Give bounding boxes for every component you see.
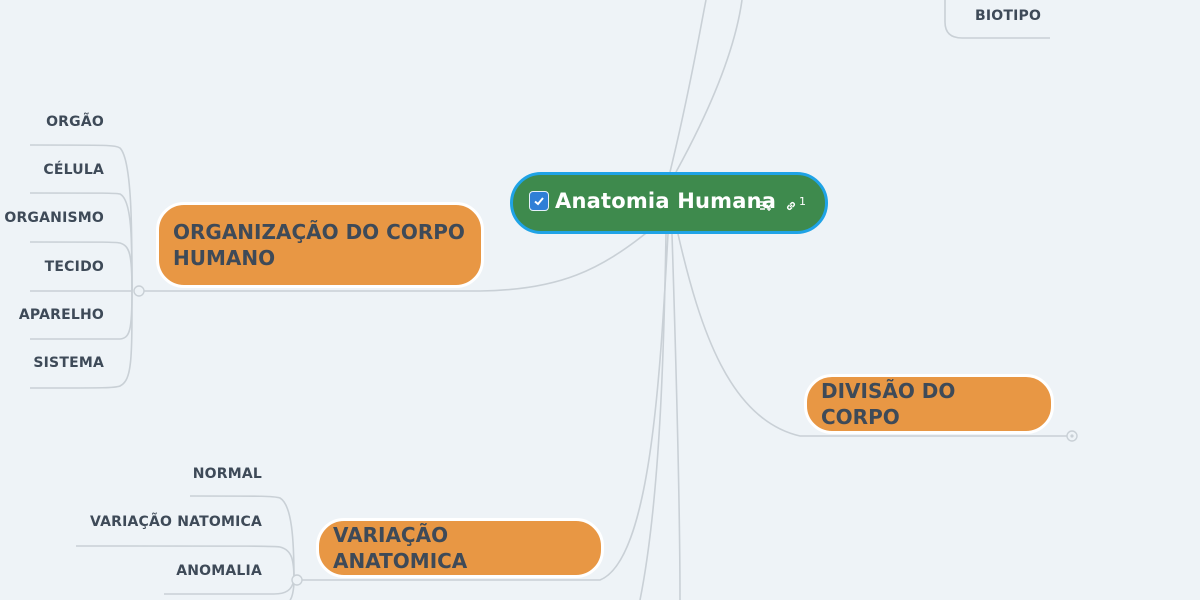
branch-organismo [29, 241, 133, 292]
connector-root-top-b [675, 0, 743, 173]
subtopic-normal[interactable]: NORMAL [192, 466, 262, 482]
subtopic-anomalia[interactable]: ANOMALIA [176, 563, 262, 579]
link-icon[interactable] [785, 197, 797, 216]
topic-divisao-do-corpo[interactable]: DIVISÃO DO CORPO [804, 374, 1054, 434]
connector-root-top-a [669, 0, 707, 173]
branch-celula [29, 192, 133, 292]
connector-root-down-b [671, 233, 681, 600]
collapse-knob-variacao[interactable] [291, 574, 303, 586]
topic-organizacao-do-corpo-humano[interactable]: ORGANIZAÇÃO DO CORPO HUMANO [156, 202, 484, 288]
central-topic[interactable]: Anatomia Humana 1 [510, 172, 828, 234]
connector-root-organizacao [140, 229, 651, 292]
subtopic-variacao-natomica[interactable]: VARIAÇÃO NATOMICA [90, 514, 262, 530]
subtopic-orgao[interactable]: ORGÃO [46, 114, 104, 130]
branch-normal [189, 495, 295, 581]
branch-sistema [29, 290, 133, 389]
topic-divisao-label: DIVISÃO DO CORPO [821, 379, 956, 429]
connector-root-variacao [300, 233, 669, 581]
subtopic-organismo[interactable]: ORGANISMO [4, 210, 104, 226]
link-count: 1 [799, 195, 806, 208]
topic-variacao-anatomica[interactable]: VARIAÇÃO ANATOMICA [316, 518, 604, 578]
checkbox-icon[interactable] [529, 191, 549, 211]
central-topic-title: Anatomia Humana [555, 189, 777, 213]
subtopic-sistema[interactable]: SISTEMA [33, 355, 104, 371]
topic-variacao-label: VARIAÇÃO ANATOMICA [333, 523, 468, 573]
branch-variacao-natomica [75, 545, 295, 581]
subtopic-aparelho[interactable]: APARELHO [18, 307, 104, 323]
subtopic-tecido[interactable]: TECIDO [44, 259, 104, 275]
subtopic-celula[interactable]: CÉLULA [43, 162, 104, 178]
collapse-knob-organizacao[interactable] [133, 285, 145, 297]
connector-root-divisao [677, 233, 1068, 437]
note-icon[interactable] [759, 197, 773, 216]
subtopic-biotipo[interactable]: BIOTIPO [975, 8, 1042, 24]
connector-root-down-a [639, 233, 667, 600]
expand-knob-dot [1070, 434, 1074, 438]
branch-biotipo [944, 0, 1050, 39]
branch-aparelho [30, 290, 133, 340]
topic-organizacao-label: ORGANIZAÇÃO DO CORPO HUMANO [173, 220, 465, 270]
branch-anomalia [164, 579, 295, 595]
